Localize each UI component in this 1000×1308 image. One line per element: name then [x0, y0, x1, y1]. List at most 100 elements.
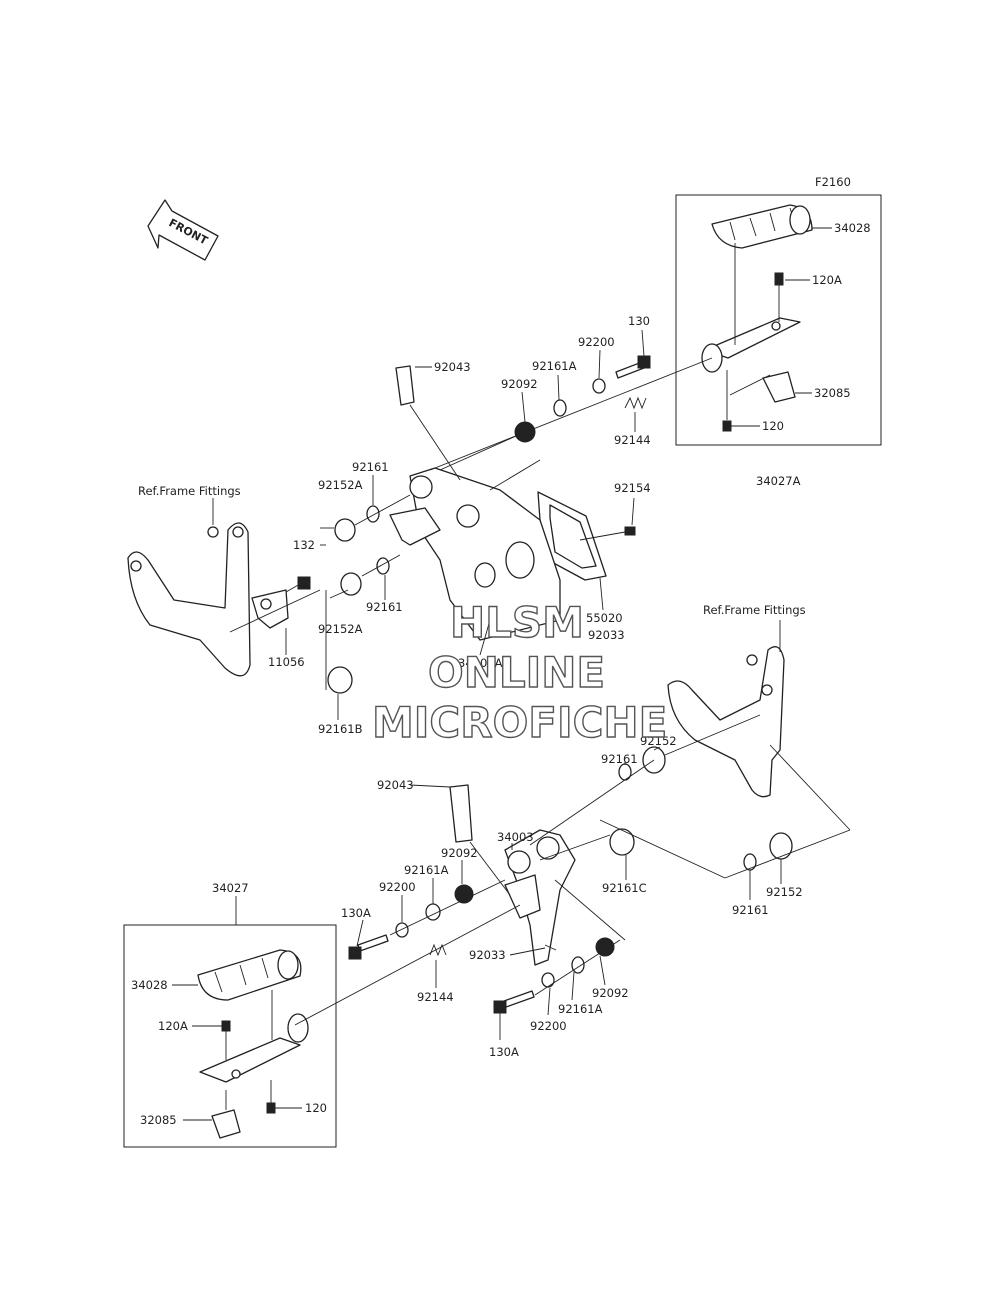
label-92161-bot1: 92161 — [601, 752, 638, 766]
label-32085-top: 32085 — [814, 386, 851, 400]
bolt-120a-bot — [221, 1020, 231, 1032]
pin-92043-top — [395, 365, 415, 406]
label-92200-top: 92200 — [578, 335, 615, 349]
label-130a-bot2: 130A — [489, 1045, 519, 1059]
label-ref-frame-right: Ref.Frame Fittings — [703, 603, 806, 617]
bolt-130 — [615, 355, 651, 379]
bushing-92092-bot1 — [454, 884, 474, 904]
label-92043-bot: 92043 — [377, 778, 414, 792]
washer-92161-bot1 — [618, 763, 632, 781]
label-92152-bot1: 92152 — [640, 734, 677, 748]
label-92154: 92154 — [614, 481, 651, 495]
label-92161b: 92161B — [318, 722, 363, 736]
label-11056: 11056 — [268, 655, 305, 669]
bolt-130a-bot1 — [348, 934, 389, 960]
label-92092-top: 92092 — [501, 377, 538, 391]
bracket-34003a — [409, 467, 561, 641]
label-92161a-top: 92161A — [532, 359, 577, 373]
assembly-box-34027a — [675, 194, 882, 446]
label-92152a-top2: 92152A — [318, 622, 363, 636]
label-92161a-bot1: 92161A — [404, 863, 449, 877]
label-34027a: 34027A — [756, 474, 801, 488]
label-34028-bot: 34028 — [131, 978, 168, 992]
footpeg-bracket-top — [701, 317, 801, 373]
label-92161a-bot2: 92161A — [558, 1002, 603, 1016]
washer-92200-bot1 — [395, 922, 409, 938]
label-92161c: 92161C — [602, 881, 647, 895]
label-34028-top: 34028 — [834, 221, 871, 235]
label-92033-top: 92033 — [588, 628, 625, 642]
label-32085-bot: 32085 — [140, 1113, 177, 1127]
bolt-132 — [285, 576, 311, 593]
label-120-top: 120 — [762, 419, 784, 433]
label-34003: 34003 — [497, 830, 534, 844]
bolt-120a-top — [774, 272, 784, 298]
watermark-line-3: MICROFICHE — [372, 698, 667, 747]
bolt-130a-bot2 — [493, 990, 535, 1014]
rubber-32085-bot — [211, 1109, 241, 1139]
footpeg-rubber-bot — [197, 949, 302, 1001]
label-92043-top: 92043 — [434, 360, 471, 374]
front-arrow-icon: FRONT — [147, 199, 219, 261]
watermark: HLSM ONLINE MICROFICHE — [371, 597, 668, 747]
collar-92161c — [609, 828, 635, 856]
pin-92043-bot — [449, 784, 473, 843]
label-92092-bot2: 92092 — [592, 986, 629, 1000]
label-92200-bot2: 92200 — [530, 1019, 567, 1033]
label-132: 132 — [293, 538, 315, 552]
label-92144-top: 92144 — [614, 433, 651, 447]
bolt-92154 — [624, 526, 636, 536]
label-92144-bot: 92144 — [417, 990, 454, 1004]
label-120a-bot: 120A — [158, 1019, 188, 1033]
bracket-tab — [389, 507, 441, 546]
label-92152-bot2: 92152 — [766, 885, 803, 899]
plate-55020 — [537, 491, 607, 581]
washer-92200-bot2 — [541, 972, 555, 988]
spring-92144-top — [624, 396, 647, 410]
watermark-line-1: HLSM — [450, 598, 584, 647]
collar-92161b — [327, 666, 353, 694]
label-92161-top2: 92161 — [366, 600, 403, 614]
label-34003a: 34003A — [458, 656, 503, 670]
collar-92161a-top — [553, 399, 567, 417]
rubber-32085-top — [762, 371, 796, 403]
label-120-bot: 120 — [305, 1101, 327, 1115]
label-92152a-top1: 92152A — [318, 478, 363, 492]
footpeg-bracket-bot — [199, 1013, 309, 1083]
label-55020: 55020 — [586, 611, 623, 625]
bolt-120-bot — [266, 1102, 276, 1114]
assembly-box-34027 — [123, 924, 337, 1148]
bracket-11056 — [251, 589, 289, 629]
label-92033-bot: 92033 — [469, 948, 506, 962]
label-130a-bot1: 130A — [341, 906, 371, 920]
footpeg-rubber-top — [711, 204, 813, 249]
label-120a-top: 120A — [812, 273, 842, 287]
label-92161-bot2: 92161 — [732, 903, 769, 917]
bracket-34003 — [504, 829, 576, 966]
washer-92161-top1 — [366, 505, 380, 523]
collar-92152-bot2 — [769, 832, 793, 860]
label-92200-bot1: 92200 — [379, 880, 416, 894]
label-34027: 34027 — [212, 881, 249, 895]
collar-92152a-top1 — [334, 518, 356, 542]
bolt-120-top — [722, 420, 732, 432]
part-labels: 34028 120A 32085 120 34027A 130 92200 92… — [131, 221, 871, 1127]
washer-92200-top — [592, 378, 606, 394]
spring-92144-bot — [429, 943, 447, 957]
figure-id: F2160 — [815, 175, 851, 189]
label-130-top: 130 — [628, 314, 650, 328]
washer-92161-bot2 — [743, 853, 757, 871]
assembly-lines — [225, 243, 851, 1110]
frame-fitting-left — [127, 522, 251, 677]
clip-92033-bot — [544, 944, 557, 951]
frame-fitting-right — [667, 646, 785, 798]
label-ref-frame-left: Ref.Frame Fittings — [138, 484, 241, 498]
collar-92152a-top2 — [340, 572, 362, 596]
watermark-line-2: ONLINE — [428, 648, 605, 697]
label-92161-top1: 92161 — [352, 460, 389, 474]
washer-92161-top2 — [376, 557, 390, 575]
bushing-92092-bot2 — [595, 937, 615, 957]
label-92092-bot1: 92092 — [441, 846, 478, 860]
label-leaders — [172, 227, 832, 1121]
